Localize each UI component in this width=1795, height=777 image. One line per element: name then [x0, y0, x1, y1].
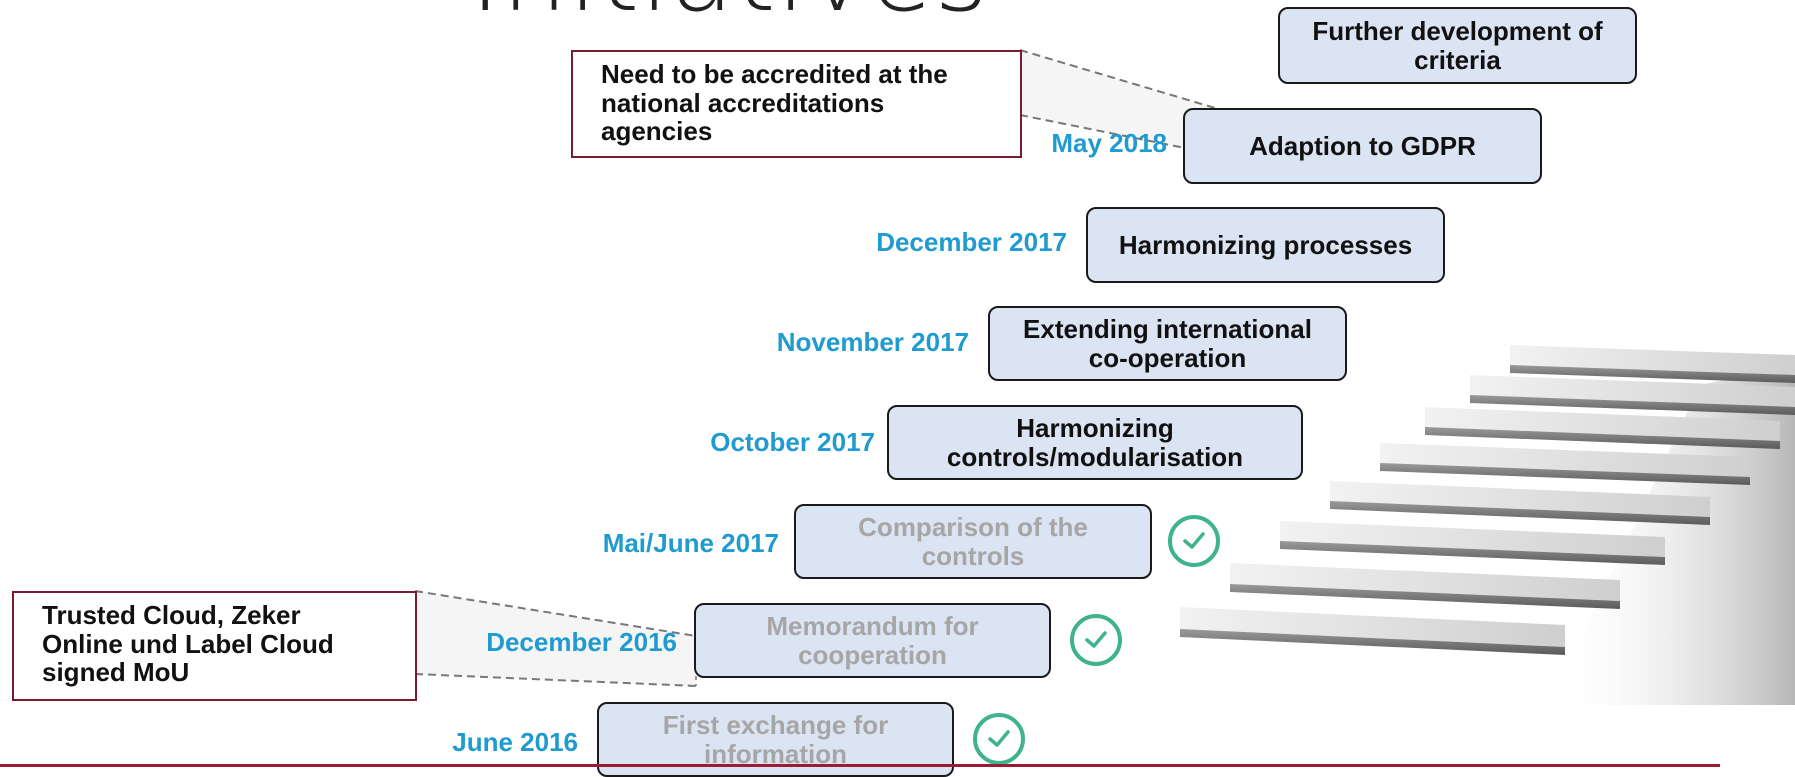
step-box-gdpr: Adaption to GDPR	[1183, 108, 1542, 184]
date-mai-june-2017: Mai/June 2017	[602, 528, 779, 558]
step-box-extending-cooperation: Extending international co-operation	[988, 306, 1347, 381]
date-june-2016: June 2016	[452, 727, 578, 757]
note-mou: Trusted Cloud, Zeker Online und Label Cl…	[12, 591, 417, 701]
step-box-memorandum: Memorandum for cooperation	[694, 603, 1051, 678]
staircase-illustration	[1180, 345, 1795, 705]
date-november-2017: November 2017	[776, 327, 969, 357]
note-accreditation: Need to be accredited at the national ac…	[571, 50, 1022, 158]
slide-title: Initiatives	[470, 0, 989, 26]
check-circle-icon	[973, 713, 1025, 765]
step-box-further-development: Further development of criteria	[1278, 7, 1637, 84]
date-december-2016: December 2016	[486, 627, 677, 657]
step-box-comparison: Comparison of the controls	[794, 504, 1152, 579]
check-circle-icon	[1070, 614, 1122, 666]
check-circle-icon	[1168, 515, 1220, 567]
step-box-harmonizing-processes: Harmonizing processes	[1086, 207, 1445, 283]
date-december-2017: December 2017	[876, 227, 1067, 257]
date-may-2018: May 2018	[1051, 128, 1167, 158]
date-october-2017: October 2017	[710, 427, 875, 457]
footer-divider	[0, 764, 1720, 767]
step-box-harmonizing-controls: Harmonizing controls/modularisation	[887, 405, 1303, 480]
